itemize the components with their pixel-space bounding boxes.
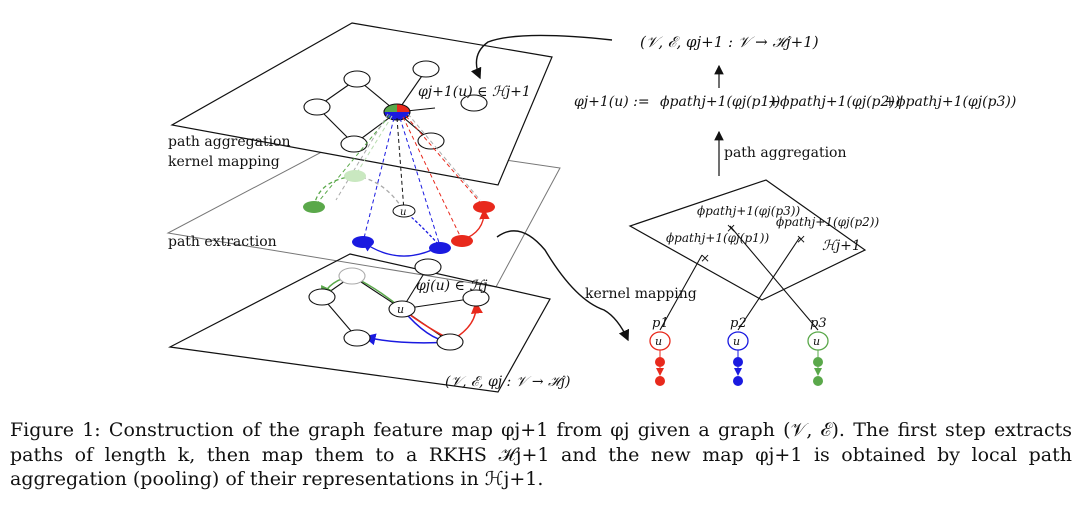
label-path-extraction: path extraction [168,234,277,250]
svg-text:p3: p3 [810,316,827,331]
figure-diagram: φj+1(u) ∈ ℋj+1 u path aggregation kernel… [166,22,1016,393]
bottom-u-label: u [397,303,404,316]
label-graph-bottom: (𝒱, ℰ, φj : 𝒱 → ℋj) [445,374,570,390]
svg-text:+: + [884,94,896,110]
bottom-layer-nodes [308,258,490,351]
svg-text:p1: p1 [652,316,669,331]
rkhs-plane [628,179,867,301]
proj-p1-label: ϕpathj+1(φj(p1)) [666,231,769,245]
svg-text:u: u [733,335,740,348]
mark-p1: × [700,251,710,265]
svg-text:ϕpathj+1(φj(p1)): ϕpathj+1(φj(p1)) [660,94,780,110]
figure-caption: Figure 1: Construction of the graph feat… [10,419,1072,490]
mark-p3: × [726,221,736,235]
label-phi-bottom: φj(u) ∈ ℋj [416,278,488,294]
middle-layer-nodes: u [303,170,495,254]
svg-text:u: u [400,207,406,218]
aggregation-formula: φj+1(u) := ϕpathj+1(φj(p1)) + ϕpathj+1(φ… [574,94,1016,110]
svg-text:p2: p2 [730,316,747,331]
curve-arrow-middle [496,230,630,342]
path-p2: p2 u [727,316,749,386]
svg-text:u: u [655,335,662,348]
label-kernel-mapping: kernel mapping [168,154,280,170]
label-right-kernel-mapping: kernel mapping [585,286,697,302]
label-phi-top: φj+1(u) ∈ ℋj+1 [418,84,531,100]
projection-lines [313,113,485,247]
label-path-aggregation: path aggregation [168,134,291,150]
curve-arrow-top [470,34,613,80]
label-graph-top: (𝒱, ℰ, φj+1 : 𝒱 → ℋj+1) [640,33,819,51]
svg-text:φj+1(u) :=: φj+1(u) := [574,94,650,110]
svg-text:ϕpathj+1(φj(p3)): ϕpathj+1(φj(p3)) [896,94,1016,110]
svg-text:u: u [813,335,820,348]
path-p1: p1 u [649,316,671,386]
mark-p2: × [796,232,806,246]
svg-text:ϕpathj+1(φj(p2)): ϕpathj+1(φj(p2)) [780,94,900,110]
svg-text:+: + [768,94,780,110]
proj-p2-label: ϕpathj+1(φj(p2)) [776,215,879,229]
top-layer-plane [170,22,553,186]
mapping-lines [659,225,819,331]
rkhs-space-label: ℋj+1 [822,238,861,254]
bottom-layer-plane [168,253,551,393]
proj-p3-label: ϕpathj+1(φj(p3)) [697,204,800,218]
path-p3: p3 u [807,316,829,386]
label-right-path-aggregation: path aggregation [724,145,847,161]
